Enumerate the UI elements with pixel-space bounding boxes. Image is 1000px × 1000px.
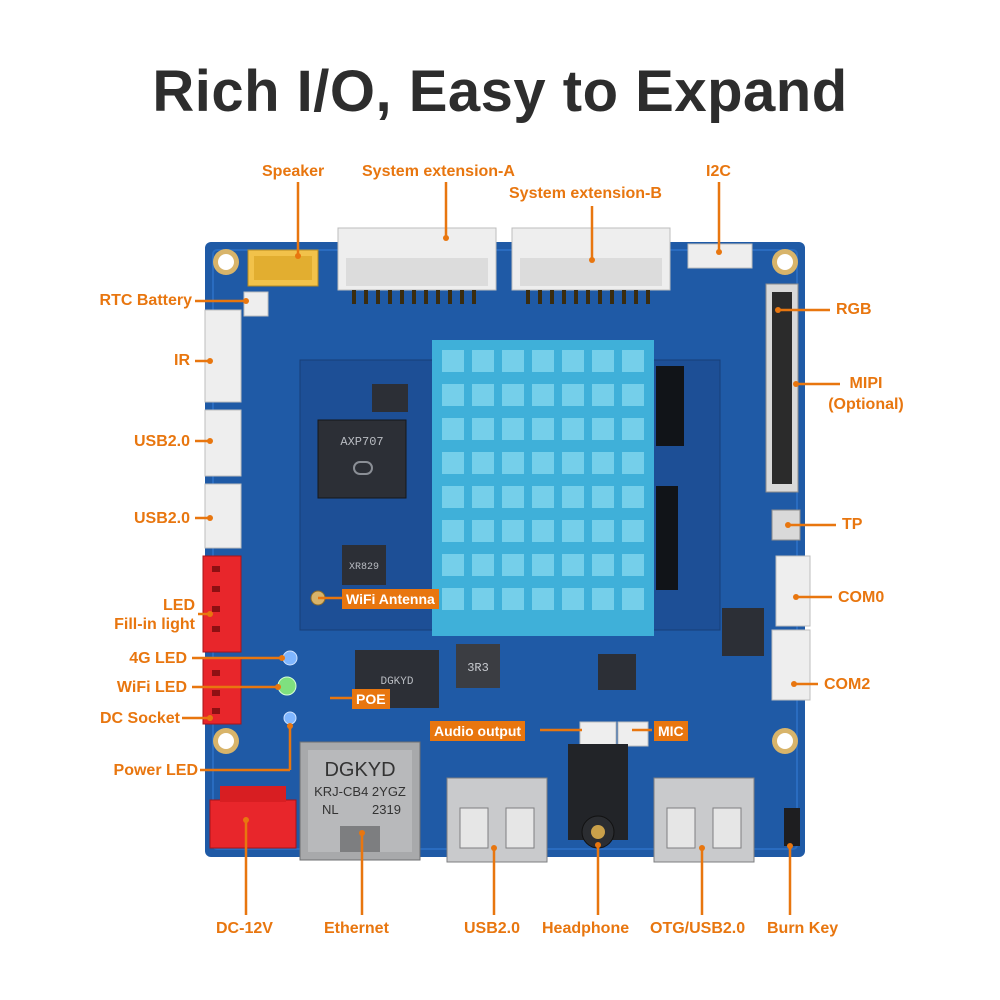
label-ethernet: Ethernet [324,920,389,937]
power-led [283,711,297,725]
label-ir: IR [174,352,190,369]
label-dc-12v: DC-12V [216,920,273,937]
label-com0: COM0 [838,589,885,606]
audio-output-connector [579,721,617,747]
label-usb20-left-2: USB2.0 [133,510,190,527]
label-mipi-line1: MIPI [849,375,883,392]
page-title: Rich I/O, Easy to Expand [152,59,848,124]
label-power-led: Power LED [113,762,198,779]
tag-poe: POE [352,689,390,709]
label-system-extension-a: System extension-A [362,163,515,180]
dc-12v-connector [209,799,297,849]
com0-connector [775,555,811,627]
label-otg-usb20: OTG/USB2.0 [650,920,746,937]
label-speaker: Speaker [262,163,325,180]
rj45-date: 2319 [372,802,401,817]
rj45-country: NL [322,802,339,817]
mounting-hole-icon [213,249,798,754]
label-rtc-battery: RTC Battery [99,292,192,309]
4g-led [282,650,298,666]
label-mipi-line2: (Optional) [828,396,904,413]
poe-module-label: DGKYD [380,676,413,688]
system-extension-a-connector [337,227,497,291]
tag-mic: MIC [654,721,688,741]
burn-key-button [784,808,800,846]
usb20-bottom-port [446,777,548,863]
label-headphone: Headphone [542,920,630,937]
codec-chip-label: XR829 [349,562,379,573]
label-i2c: I2C [706,163,731,180]
heatsink [432,340,654,636]
codec-chip [342,545,386,585]
rtc-battery-connector [243,291,269,317]
label-usb20-bottom: USB2.0 [464,920,521,937]
inductor-label: 3R3 [467,661,489,675]
rj45-model: KRJ-CB4 2YGZ [314,784,406,799]
label-tp: TP [842,516,863,533]
tag-audio-output: Audio output [430,721,526,741]
soc-chip [317,419,407,499]
inductor [456,644,500,688]
label-com2: COM2 [824,676,871,693]
com2-connector [771,629,811,701]
ir-connector [204,309,242,403]
label-usb20-left-1: USB2.0 [133,433,190,450]
mic-connector [617,721,649,747]
label-led-fill-line2: Fill-in light [114,616,195,633]
label-led-fill-line1: LED [163,597,195,614]
label-rgb: RGB [836,301,872,318]
soc-chip-label: AXP707 [340,435,383,449]
dc-socket-connector [202,657,242,725]
ethernet-rj45-port: DGKYD KRJ-CB4 2YGZ NL 2319 [299,741,421,861]
label-wifi-led: WiFi LED [116,679,187,696]
label-dc-socket: DC Socket [99,710,180,727]
label-4g-led: 4G LED [129,650,187,667]
label-burn-key: Burn Key [767,920,839,937]
tag-wifi-antenna: WiFi Antenna [342,589,439,609]
label-system-extension-b: System extension-B [509,185,662,202]
rj45-brand: DGKYD [324,759,395,781]
led-fill-light-connector [202,555,242,653]
headphone-jack [568,744,628,849]
